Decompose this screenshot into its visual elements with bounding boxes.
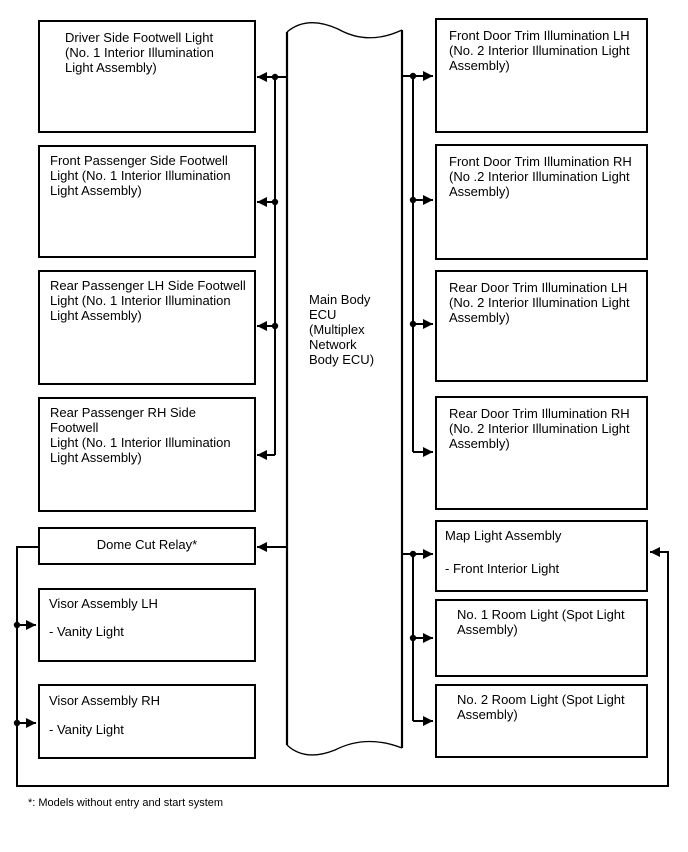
box-label: No. 2 Room Light (Spot Light Assembly) (457, 692, 625, 722)
junction-dots (13, 72, 417, 727)
box-label: Front Door Trim Illumination RH (No .2 I… (449, 154, 632, 199)
box-title: Map Light Assembly (445, 528, 562, 543)
ecu-shape (285, 22, 404, 756)
box-label: Rear Door Trim Illumination RH (No. 2 In… (449, 406, 630, 451)
box-driver-side-footwell-light: Driver Side Footwell Light (No. 1 Interi… (38, 20, 256, 133)
box-no1-room-light: No. 1 Room Light (Spot Light Assembly) (435, 599, 648, 677)
box-rear-passenger-lh-side-footwell-light: Rear Passenger LH Side Footwell Light (N… (38, 270, 256, 385)
box-label: Driver Side Footwell Light (No. 1 Interi… (65, 30, 214, 75)
box-label: Rear Passenger LH Side Footwell Light (N… (50, 278, 246, 323)
box-label: Front Door Trim Illumination LH (No. 2 I… (449, 28, 630, 73)
box-title: Visor Assembly RH (49, 693, 161, 708)
box-visor-assembly-lh: Visor Assembly LH - Vanity Light (38, 588, 256, 662)
box-subtitle: - Vanity Light (49, 722, 124, 737)
footnote: *: Models without entry and start system (28, 797, 224, 809)
box-label: Rear Door Trim Illumination LH (No. 2 In… (449, 280, 630, 325)
ecu-bottom-wave (286, 740, 403, 756)
box-visor-assembly-rh: Visor Assembly RH - Vanity Light (38, 684, 256, 759)
box-label: Rear Passenger RH Side Footwell Light (N… (50, 405, 231, 465)
box-front-passenger-side-footwell-light: Front Passenger Side Footwell Light (No.… (38, 145, 256, 258)
box-rear-door-trim-illumination-rh: Rear Door Trim Illumination RH (No. 2 In… (435, 396, 648, 510)
box-label: No. 1 Room Light (Spot Light Assembly) (457, 607, 625, 637)
box-no2-room-light: No. 2 Room Light (Spot Light Assembly) (435, 684, 648, 758)
ecu-top-wave (286, 22, 403, 39)
box-front-door-trim-illumination-rh: Front Door Trim Illumination RH (No .2 I… (435, 144, 648, 260)
box-rear-door-trim-illumination-lh: Rear Door Trim Illumination LH (No. 2 In… (435, 270, 648, 382)
relay-distribution-line (16, 546, 669, 787)
box-front-door-trim-illumination-lh: Front Door Trim Illumination LH (No. 2 I… (435, 18, 648, 133)
box-label: Dome Cut Relay* (96, 537, 198, 552)
box-subtitle: - Front Interior Light (445, 561, 560, 576)
box-label: Front Passenger Side Footwell Light (No.… (50, 153, 231, 198)
box-subtitle: - Vanity Light (49, 624, 124, 639)
ecu-label: Main Body ECU (Multiplex Network Body EC… (309, 292, 375, 367)
box-map-light-assembly: Map Light Assembly - Front Interior Ligh… (435, 520, 648, 592)
box-dome-cut-relay: Dome Cut Relay* (38, 527, 256, 565)
box-rear-passenger-rh-side-footwell-light: Rear Passenger RH Side Footwell Light (N… (38, 397, 256, 512)
right-connectors (402, 71, 433, 726)
box-title: Visor Assembly LH (49, 596, 158, 611)
